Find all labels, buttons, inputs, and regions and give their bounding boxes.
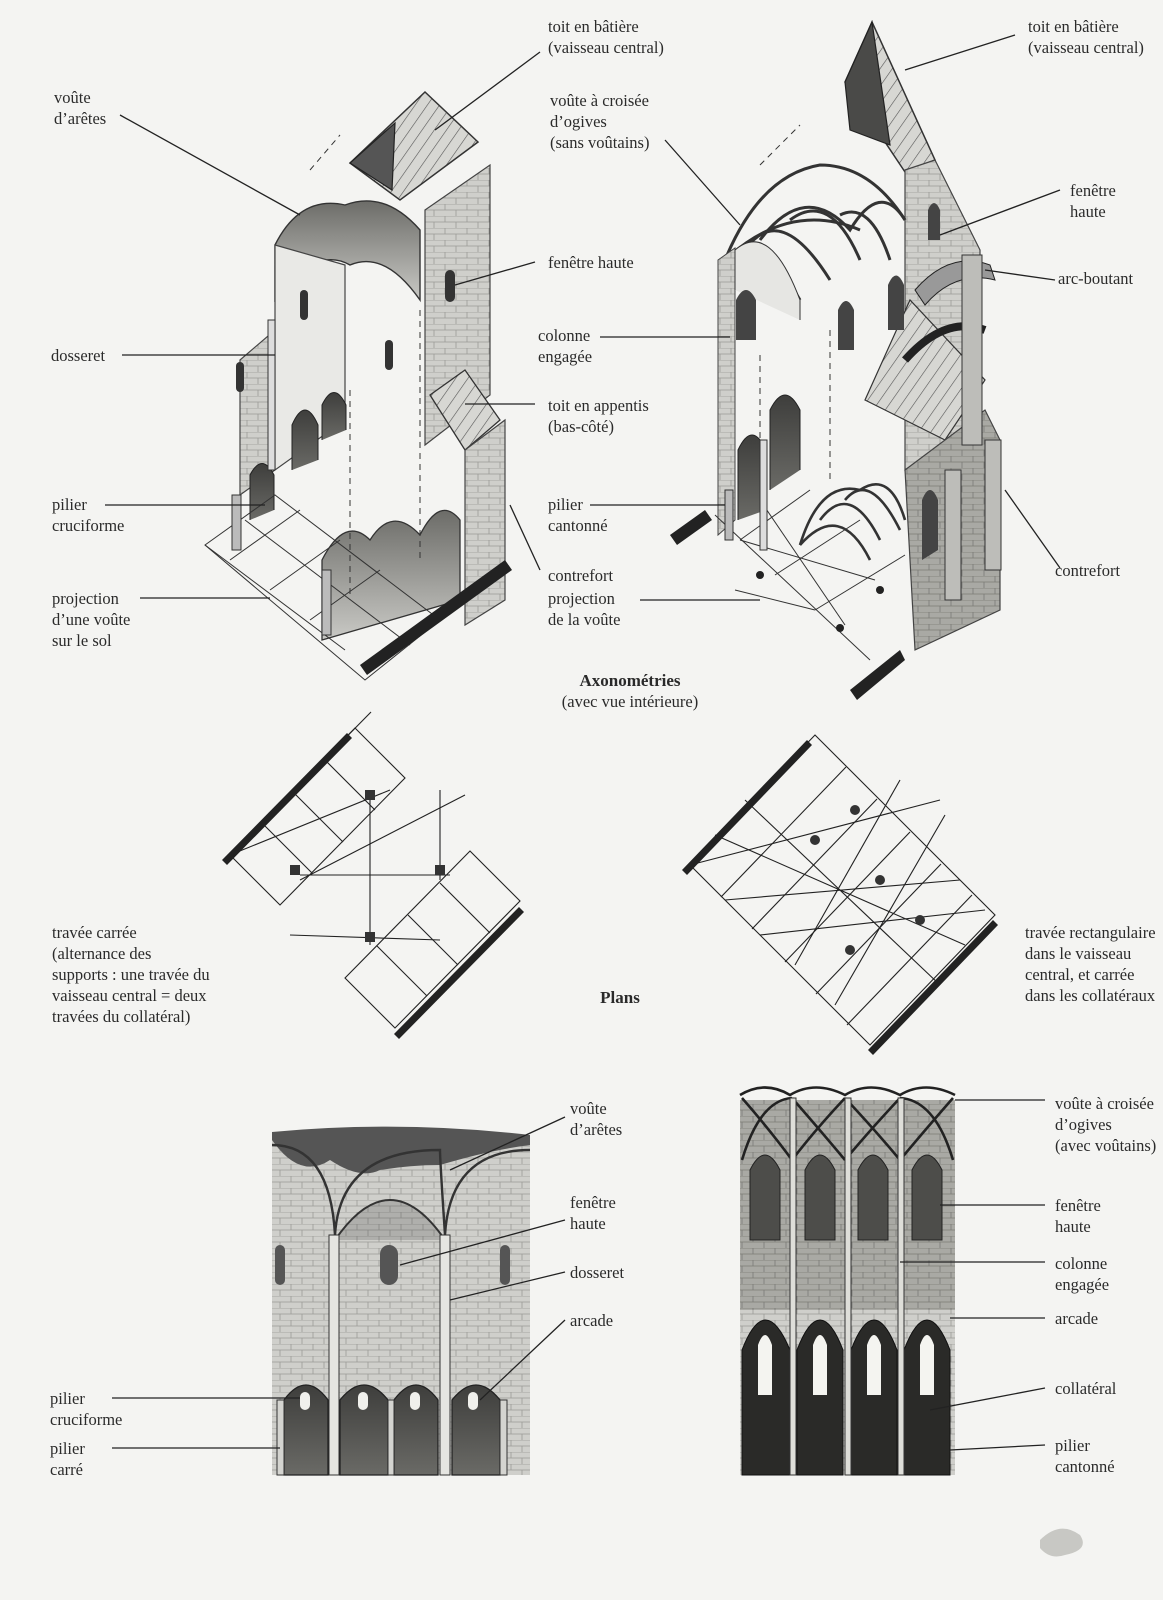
plans-caption: Plans bbox=[560, 987, 680, 1008]
label-roof-saddle-left: toit en bâtière (vaisseau central) bbox=[548, 17, 664, 57]
label-clerestory-top-right: fenêtre haute bbox=[1070, 181, 1116, 221]
gothic-plan bbox=[689, 734, 996, 1046]
label-rib-vault-bottom: voûte à croisée d’ogives (avec voûtains) bbox=[1055, 1094, 1157, 1155]
gothic-elevation bbox=[739, 1086, 956, 1476]
label-clerestory-top-left: fenêtre haute bbox=[548, 253, 634, 272]
label-vault-projection-left: projection d’une voûte sur le sol bbox=[52, 589, 131, 650]
leader-lines-bottom bbox=[112, 1099, 1046, 1451]
label-cantoned-pier-bottom: pilier cantonné bbox=[1055, 1436, 1115, 1476]
axonometry-subtitle: (avec vue intérieure) bbox=[561, 692, 699, 711]
plans-title: Plans bbox=[600, 988, 640, 1007]
romanesque-plan bbox=[229, 711, 521, 1029]
label-clerestory-bottom-left: fenêtre haute bbox=[570, 1193, 616, 1233]
label-aisle: collatéral bbox=[1055, 1379, 1117, 1398]
label-buttress-right: contrefort bbox=[1055, 561, 1121, 580]
label-cantoned-pier-top: pilier cantonné bbox=[548, 495, 608, 535]
label-groin-vault-top: voûte d’arêtes bbox=[54, 88, 107, 128]
label-engaged-column-top: colonne engagée bbox=[538, 326, 593, 366]
gothic-plan-walls bbox=[682, 740, 998, 1055]
label-rib-vault-top: voûte à croisée d’ogives (sans voûtains) bbox=[550, 91, 650, 152]
romanesque-elevation bbox=[271, 1126, 531, 1476]
label-buttress-left: contrefort bbox=[548, 566, 614, 585]
label-clerestory-bottom-right: fenêtre haute bbox=[1055, 1196, 1101, 1236]
label-groin-vault-bottom: voûte d’arêtes bbox=[570, 1099, 623, 1139]
label-square-pier: pilier carré bbox=[50, 1439, 85, 1479]
romanesque-axonometry bbox=[204, 90, 512, 681]
label-cruciform-pier-top: pilier cruciforme bbox=[52, 495, 125, 535]
plan-left-description: travée carrée (alternance des supports :… bbox=[52, 923, 210, 1026]
axonometry-title: Axonométries bbox=[579, 671, 681, 690]
romanesque-plan-walls bbox=[222, 733, 524, 1039]
label-engaged-column-bottom: colonne engagée bbox=[1055, 1254, 1110, 1294]
leader-lines-top bbox=[105, 34, 1061, 601]
label-lean-to-roof: toit en appentis (bas-côté) bbox=[548, 396, 649, 436]
label-vault-projection-right: projection de la voûte bbox=[548, 589, 621, 629]
plan-right-description: travée rectangulaire dans le vaisseau ce… bbox=[1025, 923, 1156, 1005]
label-arcade-bottom-right: arcade bbox=[1055, 1309, 1099, 1328]
label-roof-saddle-right: toit en bâtière (vaisseau central) bbox=[1028, 17, 1144, 57]
gothic-axonometry bbox=[670, 19, 1002, 700]
axonometry-caption: Axonométries (avec vue intérieure) bbox=[480, 670, 780, 712]
label-dosseret-bottom: dosseret bbox=[570, 1263, 625, 1282]
label-flying-buttress: arc-boutant bbox=[1058, 269, 1134, 288]
paper-smudge bbox=[1040, 1528, 1083, 1557]
label-dosseret-top: dosseret bbox=[51, 346, 106, 365]
label-cruciform-pier-bottom: pilier cruciforme bbox=[50, 1389, 123, 1429]
label-arcade-bottom-left: arcade bbox=[570, 1311, 614, 1330]
